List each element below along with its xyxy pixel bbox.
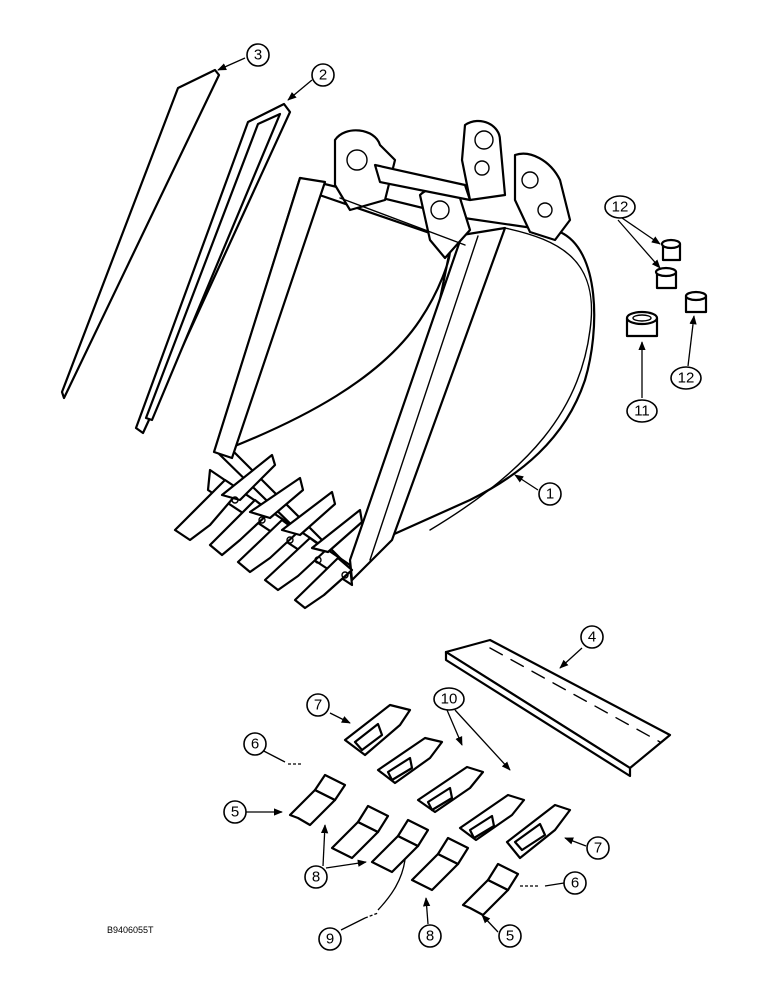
callout-7-upper: 7 [306,693,330,717]
callout-2-label: 2 [319,67,327,84]
adapter-7-right [505,803,572,860]
callout-6-lower: 6 [563,871,587,895]
callout-11-label: 11 [634,403,650,420]
callout-6-lower-label: 6 [571,875,579,892]
callout-1: 1 [538,482,562,506]
tooth-8-b [370,818,430,874]
bushing-12-upper [660,238,682,262]
callout-8-left-label: 8 [312,869,320,886]
bucket-assembly [173,119,596,610]
callout-9-label: 9 [326,931,334,948]
adapter-10-b [416,765,485,814]
callout-4: 4 [580,625,604,649]
callout-6-upper-label: 6 [251,736,259,753]
callout-11: 11 [626,399,658,423]
callout-12-lower: 12 [670,366,702,390]
callout-7-lower: 7 [586,836,610,860]
callout-3-label: 3 [254,47,262,64]
callout-1-label: 1 [546,486,554,503]
tooth-8-c [410,836,470,892]
pin-9 [364,859,406,919]
bucket-teeth [173,453,364,610]
bushing-12-mid [654,266,678,290]
bushing-12-right [684,290,708,314]
callout-7-upper-label: 7 [314,697,322,714]
callout-5-upper-label: 5 [231,804,239,821]
callout-8-right: 8 [418,924,442,948]
callout-8-left: 8 [304,865,328,889]
adapter-10-a [376,736,444,785]
callout-5-upper: 5 [223,800,247,824]
callout-8-right-label: 8 [426,928,434,945]
callout-3: 3 [246,43,270,67]
callout-12-lower-label: 12 [678,370,695,387]
callout-12-upper-label: 12 [612,199,629,216]
callout-5-lower: 5 [498,924,522,948]
adapter-7-left [343,703,412,757]
callout-9: 9 [318,927,342,951]
callout-12-upper: 12 [604,195,636,219]
tooth-5-right [461,862,520,917]
reference-code: B9406055T [107,925,154,935]
callout-6-upper: 6 [243,732,267,756]
adapter-10-c [458,793,526,842]
side-cutter-left [60,68,221,400]
tooth-8-a [330,804,390,860]
callout-10-label: 10 [441,691,458,708]
callout-10: 10 [433,687,465,711]
tooth-5-left [288,773,347,827]
callout-2: 2 [311,63,335,87]
bushing-11 [625,310,659,338]
callout-4-label: 4 [588,629,596,646]
leader-lines [217,57,697,933]
side-cutter-right [134,102,292,435]
callout-5-lower-label: 5 [506,928,514,945]
callout-7-lower-label: 7 [594,840,602,857]
cutting-edge [444,638,672,778]
